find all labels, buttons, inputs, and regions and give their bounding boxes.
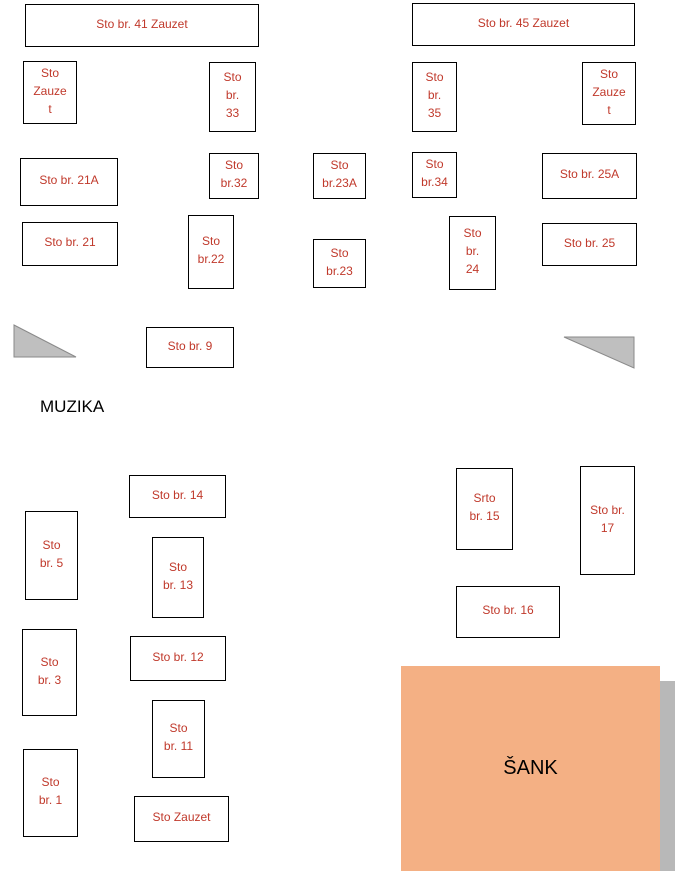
table-17[interactable]: Sto br. 17 <box>580 466 635 575</box>
table-24[interactable]: Sto br. 24 <box>449 216 496 290</box>
table-22-label: Sto br.22 <box>197 234 225 266</box>
table-occupied-bottom[interactable]: Sto Zauzet <box>134 796 229 842</box>
table-21-label: Sto br. 21 <box>44 235 96 249</box>
table-21a-label: Sto br. 21A <box>39 173 99 187</box>
table-13[interactable]: Sto br. 13 <box>152 537 204 618</box>
table-occupied-left-top[interactable]: Sto Zauze t <box>23 61 77 124</box>
bar-counter-label: ŠANK <box>503 757 558 779</box>
table-14-label: Sto br. 14 <box>151 487 204 502</box>
speaker-left-icon <box>13 324 77 358</box>
table-11-label: Sto br. 11 <box>163 721 194 753</box>
table-23[interactable]: Sto br.23 <box>313 239 366 288</box>
table-21a[interactable]: Sto br. 21A <box>20 158 118 206</box>
bar-counter-shadow <box>660 681 675 871</box>
table-45-label: Sto br. 45 Zauzet <box>477 15 570 30</box>
table-23-label: Sto br.23 <box>326 245 353 278</box>
table-3-label: Sto br. 3 <box>37 654 62 687</box>
table-13-label: Sto br. 13 <box>162 559 194 592</box>
speaker-right-icon <box>563 336 635 369</box>
table-23a-label: Sto br.23A <box>322 158 357 190</box>
table-15[interactable]: Srto br. 15 <box>456 468 513 550</box>
table-22[interactable]: Sto br.22 <box>188 215 234 289</box>
table-12[interactable]: Sto br. 12 <box>130 636 226 681</box>
table-23a[interactable]: Sto br.23A <box>313 153 366 199</box>
table-9-label: Sto br. 9 <box>167 338 213 353</box>
table-3[interactable]: Sto br. 3 <box>22 629 77 716</box>
table-32-label: Sto br.32 <box>220 158 248 190</box>
table-24-label: Sto br. 24 <box>463 226 482 276</box>
table-5-label: Sto br. 5 <box>39 537 64 570</box>
table-5[interactable]: Sto br. 5 <box>25 511 78 600</box>
table-25[interactable]: Sto br. 25 <box>542 223 637 266</box>
table-16[interactable]: Sto br. 16 <box>456 586 560 638</box>
table-14[interactable]: Sto br. 14 <box>129 475 226 518</box>
table-33[interactable]: Sto br. 33 <box>209 62 256 132</box>
table-15-label: Srto br. 15 <box>469 491 500 523</box>
table-33-label: Sto br. 33 <box>223 70 242 120</box>
table-35-label: Sto br. 35 <box>425 70 444 120</box>
bar-counter: ŠANK <box>401 666 660 871</box>
table-25a-label: Sto br. 25A <box>559 167 620 181</box>
table-9[interactable]: Sto br. 9 <box>146 327 234 368</box>
table-25a[interactable]: Sto br. 25A <box>542 153 637 199</box>
table-35[interactable]: Sto br. 35 <box>412 62 457 132</box>
table-21[interactable]: Sto br. 21 <box>22 222 118 266</box>
table-16-label: Sto br. 16 <box>482 603 534 617</box>
table-occupied-left-top-label: Sto Zauze t <box>33 65 67 116</box>
table-occupied-right-top[interactable]: Sto Zauze t <box>582 62 636 125</box>
table-25-label: Sto br. 25 <box>563 235 616 250</box>
table-34[interactable]: Sto br.34 <box>412 152 457 198</box>
table-1-label: Sto br. 1 <box>38 775 63 807</box>
table-41[interactable]: Sto br. 41 Zauzet <box>25 4 259 47</box>
music-label: MUZIKA <box>40 397 105 416</box>
table-34-label: Sto br.34 <box>421 157 448 189</box>
table-41-label: Sto br. 41 Zauzet <box>96 16 188 31</box>
table-occupied-bottom-label: Sto Zauzet <box>152 810 211 824</box>
table-occupied-right-top-label: Sto Zauze t <box>592 66 626 117</box>
table-32[interactable]: Sto br.32 <box>209 153 259 199</box>
table-11[interactable]: Sto br. 11 <box>152 700 205 778</box>
table-1[interactable]: Sto br. 1 <box>23 749 78 837</box>
table-17-label: Sto br. 17 <box>590 502 625 535</box>
table-12-label: Sto br. 12 <box>152 649 204 664</box>
table-45[interactable]: Sto br. 45 Zauzet <box>412 3 635 46</box>
